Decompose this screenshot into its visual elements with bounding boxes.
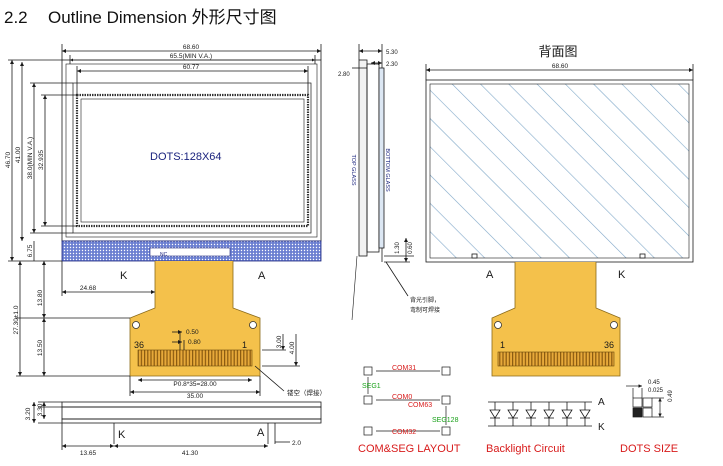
label-com63: COM63 [408, 402, 432, 409]
backlight-label-a: A [598, 397, 605, 408]
dim-front-aa-width: 60.77 [183, 64, 200, 71]
note-backlight-solder: 弯制可焊接 [410, 306, 440, 314]
dim-bottom-1365: 13.65 [80, 450, 97, 457]
front-label-a: A [258, 270, 266, 282]
label-seg1: SEG1 [362, 383, 381, 390]
back-pin-36: 36 [604, 340, 614, 350]
backlight-label-k: K [598, 422, 605, 433]
back-labels: 背面图 68.60 A K 1 36 [486, 44, 626, 350]
com-seg-labels: COM31 SEG1 COM0 COM63 SEG128 COM32 COM&S… [358, 365, 461, 455]
dots-size-labels: 0.45 0.025 0.49 DOTS SIZE [620, 380, 678, 455]
backlight-labels: A K Backlight Circuit [486, 397, 605, 455]
dim-bottom-320: 3.20 [25, 407, 32, 420]
dim-side-060: 0.60 [408, 242, 414, 254]
label-bottom-glass: BOTTOM GLASS [384, 148, 390, 192]
backlight-circuit [488, 401, 592, 427]
label-com31: COM31 [392, 365, 416, 372]
dim-front-675: 6.75 [27, 244, 34, 257]
dim-front-1350: 13.50 [37, 339, 44, 356]
caption-com-seg: COM&SEG LAYOUT [358, 443, 461, 455]
dim-dot-0025: 0.025 [648, 388, 664, 394]
front-pin-1: 1 [242, 340, 247, 350]
section-heading: 2.2 Outline Dimension 外形尺寸图 [4, 3, 277, 28]
front-label-k: K [120, 270, 128, 282]
dim-front-300: 3.00 [276, 335, 283, 348]
dim-front-width: 68.60 [183, 44, 200, 51]
fpc-pins [137, 349, 253, 367]
led-6 [579, 402, 591, 426]
dim-front-3500: 35.00 [187, 393, 204, 400]
section-number: 2.2 [4, 8, 28, 27]
side-labels: 5.30 2.30 2.80 TOP GLASS BOTTOM GLASS 1.… [338, 50, 440, 314]
dim-front-height-41: 41.00 [15, 146, 22, 163]
bottom-view [32, 401, 322, 450]
dim-front-va-width: 65.5(MIN V.A.) [170, 53, 212, 60]
bottom-label-k: K [118, 429, 126, 441]
back-label-k: K [618, 269, 626, 281]
dim-front-400: 4.00 [289, 341, 296, 354]
dim-bottom-330: 3.30 [37, 403, 44, 416]
front-pin-36: 36 [134, 340, 144, 350]
back-fpc-tail [491, 262, 621, 377]
label-seg128: SEG128 [432, 417, 459, 424]
dim-side-230: 2.30 [386, 62, 398, 68]
note-backlight-pin: 背光引脚， [410, 296, 440, 304]
side-view [351, 44, 414, 321]
label-com0: COM0 [392, 394, 412, 401]
dim-dot-045: 0.45 [648, 380, 660, 386]
dots-label: DOTS:128X64 [150, 151, 222, 163]
dim-side-530: 5.30 [386, 50, 398, 56]
back-fpc-pins [497, 351, 615, 367]
led-3 [525, 402, 537, 426]
dim-side-130: 1.30 [395, 242, 401, 254]
section-title: Outline Dimension 外形尺寸图 [48, 8, 277, 27]
fpc-tail [129, 261, 261, 377]
back-pin-1: 1 [500, 340, 505, 350]
dim-front-1380: 13.80 [37, 289, 44, 306]
dim-front-height: 46.70 [5, 151, 12, 168]
back-view [425, 64, 694, 377]
back-title: 背面图 [538, 44, 577, 59]
led-1 [489, 402, 501, 426]
dim-front-va-height: 38.0(MIN V.A.) [27, 137, 34, 179]
viewing-area [72, 82, 312, 234]
led-5 [561, 402, 573, 426]
dim-front-2468: 24.68 [80, 285, 97, 292]
caption-backlight: Backlight Circuit [486, 443, 565, 455]
back-label-a: A [486, 269, 494, 281]
active-area [75, 93, 310, 228]
dim-back-width: 68.60 [552, 63, 569, 70]
dots-size [626, 384, 664, 418]
dim-front-2730: 27.30±1.0 [13, 305, 20, 334]
chip-label: NC [160, 252, 168, 258]
dim-front-aa-height: 32.935 [38, 150, 45, 170]
bottom-label-a: A [257, 427, 265, 439]
label-com32: COM32 [392, 429, 416, 436]
dim-front-pitch: P0.8*35=28.00 [173, 381, 217, 388]
dim-front-050: 0.50 [186, 329, 199, 336]
dim-dot-049: 0.49 [668, 390, 674, 402]
caption-dots-size: DOTS SIZE [620, 443, 678, 455]
front-labels: 68.60 65.5(MIN V.A.) 60.77 46.70 41.00 3… [5, 44, 326, 400]
led-2 [507, 402, 519, 426]
led-4 [543, 402, 555, 426]
bottom-labels: 3.20 3.30 K A 13.65 41.30 2.0 [25, 403, 301, 457]
label-top-glass: TOP GLASS [350, 155, 356, 186]
front-view [8, 44, 322, 396]
dim-side-280: 2.80 [338, 72, 350, 78]
dim-bottom-20: 2.0 [292, 440, 301, 447]
back-hatch-area [429, 83, 690, 259]
note-hollow: 镂空（焊接） [287, 388, 326, 397]
dim-front-080: 0.80 [188, 339, 201, 346]
dim-bottom-4130: 41.30 [182, 450, 199, 457]
com-seg-layout [363, 366, 451, 436]
